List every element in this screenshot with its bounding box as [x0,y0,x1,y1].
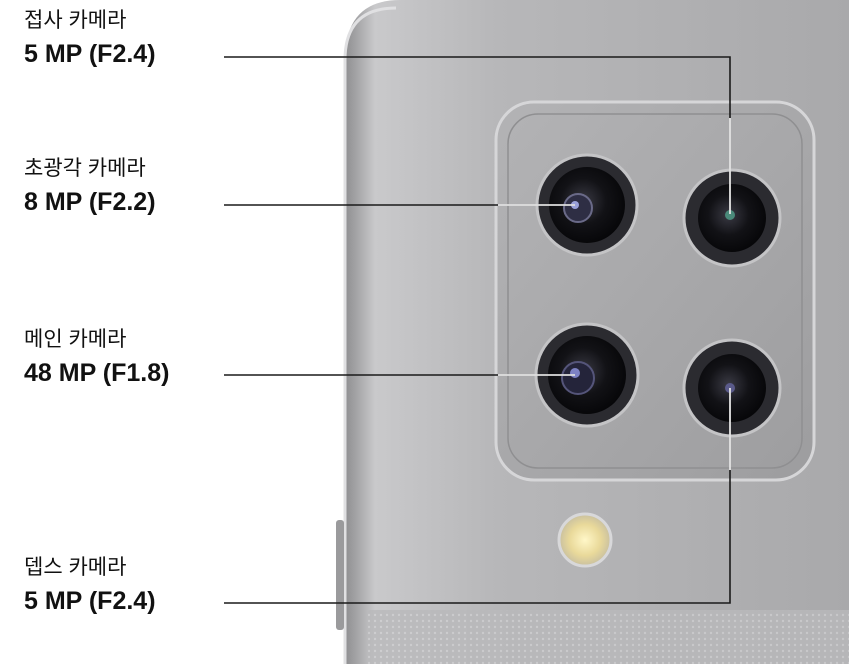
ultrawide-camera-label: 초광각 카메라 8 MP (F2.2) [24,156,156,218]
depth-lens [682,338,782,438]
leader-lines-light [498,118,731,470]
camera-spec: 5 MP (F2.4) [24,587,156,615]
camera-spec: 48 MP (F1.8) [24,359,170,387]
camera-spec: 8 MP (F2.2) [24,188,156,216]
flash [557,512,613,568]
side-button [336,520,344,630]
camera-spec: 5 MP (F2.4) [24,40,156,68]
phone-edge [343,6,397,664]
texture-band [368,610,849,664]
main-camera-label: 메인 카메라 48 MP (F1.8) [24,327,169,389]
macro-lens [682,168,782,268]
camera-name: 뎁스 카메라 [24,556,127,579]
macro-camera-label: 접사 카메라 5 MP (F2.4) [24,8,156,70]
camera-name: 메인 카메라 [24,328,127,351]
depth-camera-label: 뎁스 카메라 5 MP (F2.4) [24,555,156,617]
camera-name: 초광각 카메라 [24,157,146,180]
main-lens [534,322,640,428]
camera-name: 접사 카메라 [24,9,127,32]
